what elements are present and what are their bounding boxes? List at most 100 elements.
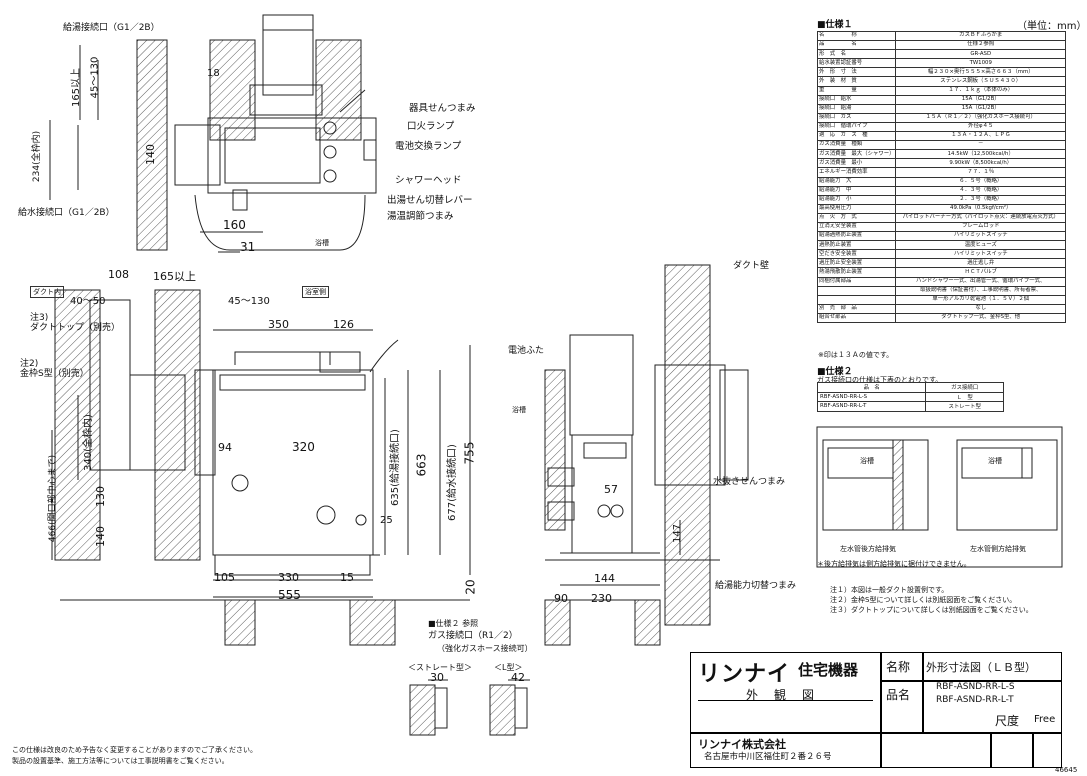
spec1-row-label: 接続口 ガス bbox=[816, 112, 897, 123]
spec1-row-label: 過圧防止安全装置 bbox=[816, 258, 897, 269]
wall-hatch-side bbox=[664, 264, 711, 626]
dim-144: 144 bbox=[594, 572, 615, 585]
spec1-row-label: 給湯能力 大 bbox=[816, 176, 897, 187]
drain-knob-label: 水抜きせんつまみ bbox=[713, 477, 786, 487]
wall-hatch-top-right bbox=[315, 39, 362, 141]
spec1-row-value: フレームロッド bbox=[895, 221, 1066, 233]
spec1-row: 組合せ部品ダクトトップ一式、金枠S型、他 bbox=[816, 312, 1066, 324]
callout-appliance-knob: 器具せんつまみ bbox=[409, 103, 476, 114]
dim-165: 165以上 bbox=[71, 67, 83, 108]
spec1-row: 過圧防止安全装置過圧逃し弁 bbox=[816, 258, 1066, 269]
dim-350: 350 bbox=[268, 318, 289, 331]
spec1-row: 点 火 方 式パイロットバーナー方式（パイロット点火：連続放電点火方式） bbox=[816, 212, 1066, 223]
spec1-row-value: 15A（G1/2B） bbox=[895, 94, 1066, 105]
duct-inside-label: ダクト内 bbox=[30, 286, 64, 298]
spec1-row-value: なし bbox=[895, 303, 1066, 314]
name-value-cell bbox=[922, 652, 1062, 682]
spec1-footnote: ※印は１３Ａの値です。 bbox=[818, 351, 894, 359]
view-rule bbox=[698, 700, 873, 701]
dim-90: 90 bbox=[554, 592, 568, 605]
spec1-row-value: ２．３号（概略） bbox=[895, 194, 1066, 205]
spec1-row-label: 組合せ部品 bbox=[816, 312, 897, 324]
scale-label-cell bbox=[990, 732, 1034, 768]
spec1-row: ガス消費量 種類－ bbox=[816, 140, 1066, 151]
product-label-cell bbox=[880, 680, 924, 734]
spec1-row-label: ガス消費量 種類 bbox=[816, 140, 897, 151]
spec1-row-value: パイロットバーナー方式（パイロット点火：連続放電点火方式） bbox=[895, 212, 1066, 223]
spec1-row-value: ＨＣＴバルブ bbox=[895, 267, 1066, 278]
spec1-row-label: 品 名 bbox=[816, 40, 897, 51]
title-block: リンナイ 住宅機器 外 観 図 リンナイ株式会社 名古屋市中川区福住町２番２６号… bbox=[690, 652, 1062, 768]
spec1-row-label bbox=[816, 294, 897, 305]
water-connection-label: 給水接続口（G1／2B） bbox=[18, 208, 115, 218]
spec1-row: 外 装 材 質ステンレス鋼板（ＳＵＳ４３０） bbox=[816, 76, 1066, 87]
callout-temp-knob: 湯温調節つまみ bbox=[387, 211, 454, 222]
spec1-row-value: 外径φ４５ bbox=[895, 121, 1066, 133]
spec1-row-label: ガス消費量 最大（シャワー） bbox=[816, 149, 897, 160]
capacity-knob-label: 給湯能力切替つまみ bbox=[715, 581, 797, 591]
layout-tub-right: 浴槽 bbox=[988, 457, 1002, 465]
spec1-row-value: ハンドシャワー一式、出湯管一式、循環パイプ一式、 bbox=[895, 276, 1066, 287]
disclaimer-2: 製品の設置基準、施工方法等については工事説明書をご覧ください。 bbox=[12, 757, 229, 765]
spec1-row-label: 点 火 方 式 bbox=[816, 212, 897, 223]
spec2-row1-gas: Ｌ 型 bbox=[925, 391, 1004, 402]
spec2-row2-name: RBF-ASND-RR-L-T bbox=[816, 401, 927, 412]
room-side-label: 浴室側 bbox=[302, 286, 329, 298]
dim-234: 234(全枠内) bbox=[32, 130, 43, 183]
dim-140: 140 bbox=[144, 144, 157, 165]
spec1-row: 立消え安全装置フレームロッド bbox=[816, 221, 1066, 233]
dim-105: 105 bbox=[214, 571, 235, 584]
dim-42: 42 bbox=[511, 671, 525, 684]
spec1-row-value: 仕様２参照 bbox=[895, 40, 1066, 51]
spec1-row-label: 重 量 bbox=[816, 85, 897, 96]
layout-tub-left: 浴槽 bbox=[860, 457, 874, 465]
duct-top-frame bbox=[129, 374, 186, 471]
spec1-row-label: 適 応 ガ ス 種 bbox=[816, 131, 897, 142]
spec1-row-label: 最高使用圧力 bbox=[816, 203, 897, 214]
spec1-row-label: 接続口 給湯 bbox=[816, 103, 897, 114]
spec1-row-label: 熱湯飛散防止装置 bbox=[816, 267, 897, 278]
dim-30: 30 bbox=[430, 671, 444, 684]
spec1-row-label: 名 称 bbox=[816, 30, 897, 42]
dim-663: 663 bbox=[414, 453, 429, 477]
spec1-row: 名 称ガスＢＦふろがま bbox=[816, 30, 1066, 42]
note-3: 注３）ダクトトップについて詳しくは別紙図面をご覧ください。 bbox=[830, 606, 1033, 614]
scale-value: Free bbox=[1034, 714, 1056, 725]
spec1-row-label: 立消え安全装置 bbox=[816, 221, 897, 233]
gas-note-2: ガス接続口（R1／2） bbox=[428, 631, 518, 641]
dim-31: 31 bbox=[240, 240, 256, 254]
wall-hatch-top-left bbox=[136, 39, 168, 251]
battery-cover-label: 電池ふた bbox=[508, 346, 545, 356]
spec1-row-value: ６．５号（概略） bbox=[895, 176, 1066, 187]
dim-165-front: 165以上 bbox=[153, 270, 196, 283]
spec1-row-label: 接続口 循環パイプ bbox=[816, 121, 897, 133]
dim-20: 20 bbox=[463, 579, 478, 595]
spec1-row: 品 名仕様２参照 bbox=[816, 40, 1066, 51]
note-1: 注１）本図は一般ダクト設置例です。 bbox=[830, 586, 949, 594]
spec1-row-label: 給水装置認証番号 bbox=[816, 58, 897, 69]
spec1-row-value: 14.5kW（12,500kcal/h） bbox=[895, 149, 1066, 160]
callout-outlet-lever: 出湯せん切替レバー bbox=[387, 195, 473, 206]
spec1-row-value: ７７．１％ bbox=[895, 167, 1066, 178]
dim-130: 130 bbox=[94, 486, 107, 507]
spec1-row: 接続口 循環パイプ外径φ４５ bbox=[816, 121, 1066, 133]
drawing-number: 46645 bbox=[1055, 766, 1078, 774]
dim-140-front: 140 bbox=[94, 526, 107, 547]
brand-sub: 住宅機器 bbox=[798, 661, 859, 679]
name-label-cell bbox=[880, 652, 924, 682]
company-cell bbox=[690, 732, 882, 768]
spec1-row-label: 給湯能力 小 bbox=[816, 194, 897, 205]
spec1-row-label: 給湯過熱防止装置 bbox=[816, 231, 897, 242]
wall-hatch-top-mid bbox=[209, 39, 256, 141]
spec1-row-value: ガスＢＦふろがま bbox=[895, 30, 1066, 42]
spec1-row: 給湯過熱防止装置ハイリミットスイッチ bbox=[816, 231, 1066, 242]
top-frame bbox=[174, 124, 221, 186]
spec1-row-label: 別 売 部 品 bbox=[816, 303, 897, 314]
spec1-row-value: １５Ａ（Ｒ１／２）（強化ガスホース接続可） bbox=[895, 112, 1066, 123]
